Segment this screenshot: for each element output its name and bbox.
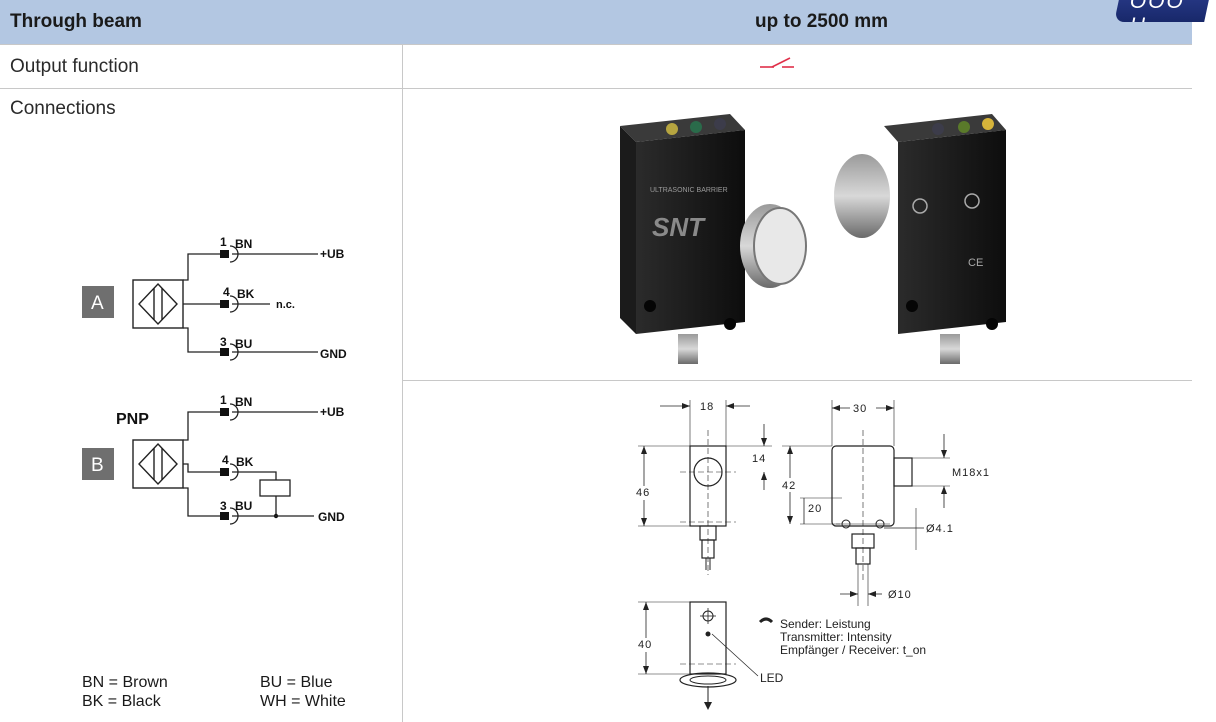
svg-text:BU: BU [235,499,252,513]
sensor-receiver: CE [834,114,1006,364]
sensor-symbol-icon [132,279,184,329]
svg-text:BK: BK [236,455,254,469]
grid-line [402,380,1192,381]
svg-text:30: 30 [853,403,867,415]
diagram-a-badge [82,286,114,318]
wiring-diagram-a: A 1 BN +UB 4 BK n.c. 3 BU GND [82,235,347,361]
svg-text:BN: BN [235,237,252,251]
header-title: Through beam [10,11,142,32]
svg-text:M18x1: M18x1 [952,467,990,479]
product-photo: ULTRASONIC BARRIER SNT CE [620,114,1006,364]
svg-text:Empfänger / Receiver: t_on: Empfänger / Receiver: t_on [780,643,926,657]
svg-text:4: 4 [222,453,229,467]
svg-text:BU: BU [235,337,252,351]
svg-text:40: 40 [638,639,652,651]
svg-text:18: 18 [700,401,714,413]
sensor-transmitter: ULTRASONIC BARRIER SNT [620,114,807,364]
svg-text:ULTRASONIC BARRIER: ULTRASONIC BARRIER [650,187,728,194]
svg-text:GND: GND [318,510,345,524]
legend-bu: BU = Blue [260,674,333,691]
svg-text:BK: BK [237,287,255,301]
sensor-symbol-icon [132,439,184,489]
grid-line [0,88,1192,89]
color-legend-left: BN = Brown BK = Black [82,673,168,711]
svg-text:GND: GND [320,347,347,361]
svg-text:42: 42 [782,480,796,492]
svg-text:Transmitter: Intensity: Transmitter: Intensity [780,630,892,644]
svg-text:3: 3 [220,335,227,349]
svg-text:3: 3 [220,499,227,513]
output-function-label: Output function [10,56,139,77]
svg-text:+UB: +UB [320,405,345,419]
corner-tab: OOO H [1114,0,1212,22]
svg-text:14: 14 [752,453,766,465]
svg-text:Ø10: Ø10 [888,589,912,601]
diagram-a-label: A [91,293,104,314]
wiring-diagram-b: PNP B 1 BN +UB 4 BK 3 BU GND [82,393,345,525]
color-legend-right: BU = Blue WH = White [260,673,346,711]
diagram-b-type: PNP [116,411,149,428]
svg-text:Ø4.1: Ø4.1 [926,523,954,535]
svg-text:BN: BN [235,395,252,409]
connections-label: Connections [10,98,116,119]
normally-open-switch-icon [760,57,794,68]
diagram-b-label: B [91,455,104,476]
svg-text:4: 4 [223,285,230,299]
svg-text:1: 1 [220,235,227,249]
svg-text:1: 1 [220,393,227,407]
diagram-b-badge [82,448,114,480]
corner-tab-text: OOO H [1129,0,1185,22]
svg-text:n.c.: n.c. [276,299,295,311]
legend-bn: BN = Brown [82,674,168,691]
legend-wh: WH = White [260,693,346,710]
svg-text:Sender: Leistung: Sender: Leistung [780,617,871,631]
table-header: Through beam up to 2500 mm [0,0,1192,44]
svg-text:+UB: +UB [320,247,345,261]
svg-text:LED: LED [760,671,784,685]
grid-line [0,44,1192,45]
legend-bk: BK = Black [82,693,161,710]
svg-text:CE: CE [968,257,983,269]
header-range: up to 2500 mm [755,11,889,32]
svg-text:46: 46 [636,487,650,499]
column-divider [402,44,403,722]
svg-text:SNT: SNT [652,212,706,242]
load-resistor-icon [259,479,291,497]
svg-text:20: 20 [808,503,822,515]
dimension-drawing: 18 46 14 30 42 [634,400,990,710]
